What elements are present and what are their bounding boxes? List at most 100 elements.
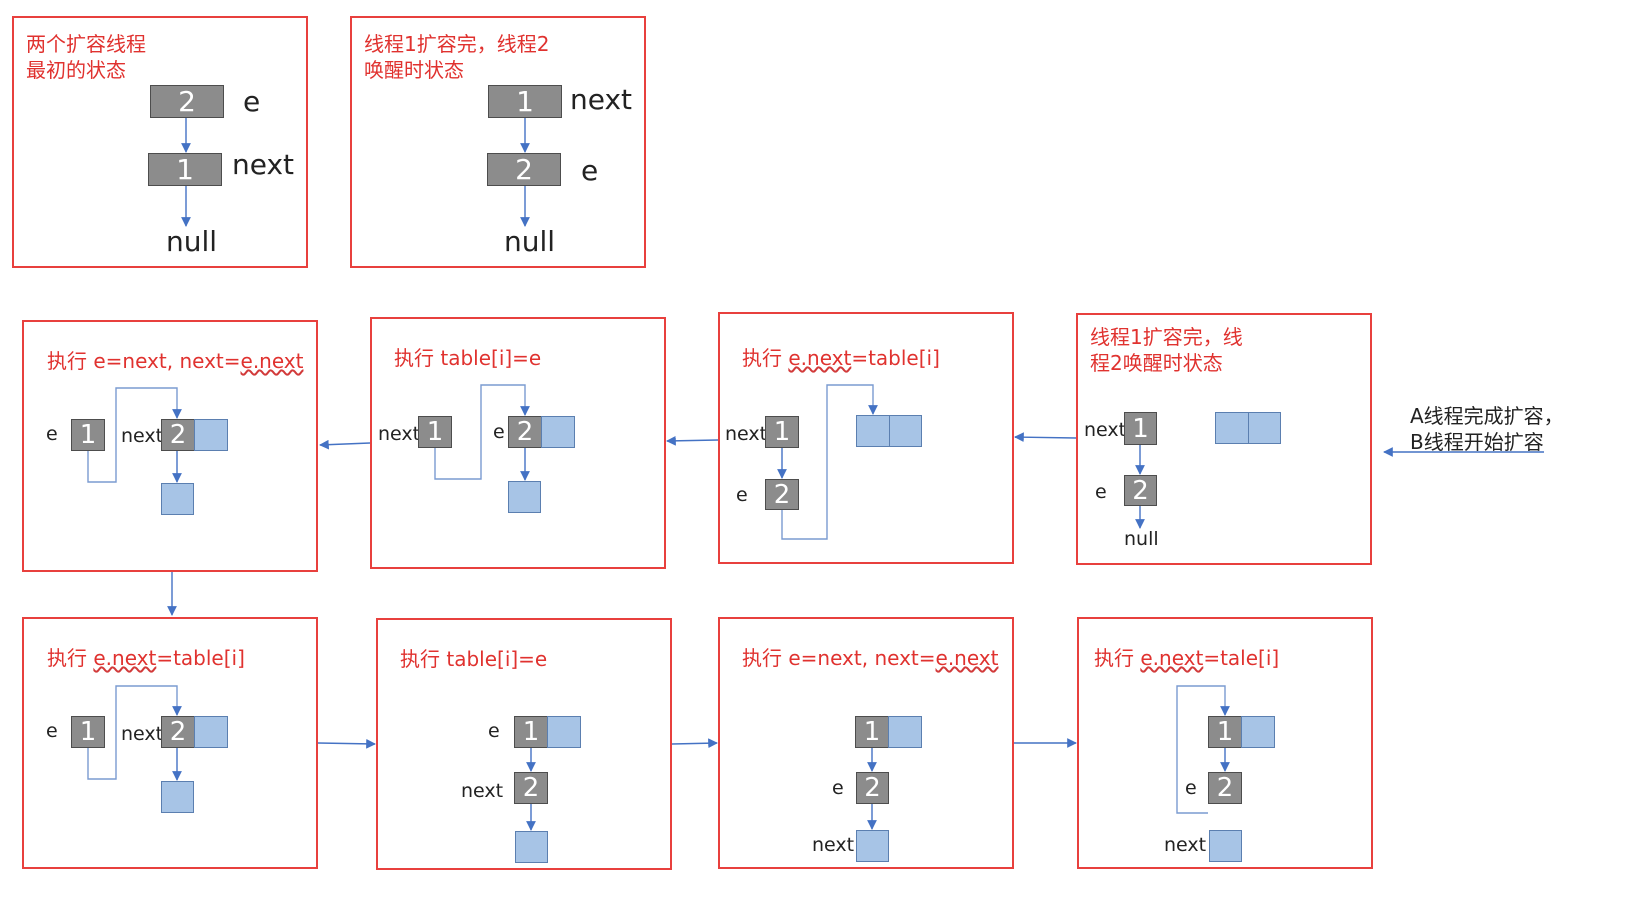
table-slot: [194, 716, 228, 748]
title-underlined: e.next: [935, 646, 999, 670]
table-slot: [541, 416, 575, 448]
panel-thread1-done: [350, 16, 646, 268]
table-slot: [194, 419, 228, 451]
panel-row2-state-title: 线程1扩容完，线 程2唤醒时状态: [1090, 324, 1243, 376]
label-null: null: [166, 225, 218, 258]
table-slot: [888, 716, 922, 748]
table-slot: [856, 415, 890, 447]
title-line: 唤醒时状态: [364, 58, 464, 82]
list-node: [856, 830, 889, 862]
node-2: 2: [150, 85, 224, 118]
label-null: null: [504, 225, 556, 258]
label-e: e: [581, 154, 599, 187]
node-2: 2: [856, 772, 889, 804]
node-1: 1: [514, 716, 548, 748]
table-slot: [547, 716, 581, 748]
panel-thread1-done-title: 线程1扩容完，线程2 唤醒时状态: [364, 31, 549, 83]
title-suffix: =table[i]: [851, 346, 940, 370]
label-next: next: [812, 834, 855, 856]
title-text: 执行 table[i]=e: [400, 647, 548, 671]
panel-row3-step6-title: 执行 e=next, next=e.next: [742, 645, 998, 671]
table-slot: [889, 415, 922, 447]
title-prefix: 执行: [1094, 646, 1141, 670]
node-2: 2: [514, 772, 548, 804]
title-suffix: =tale[i]: [1203, 646, 1280, 670]
side-note-line: A线程完成扩容，: [1410, 404, 1564, 428]
label-next: next: [378, 423, 421, 445]
flow-arrow: [666, 435, 719, 446]
label-e: e: [46, 423, 58, 445]
title-underlined: e.next: [240, 349, 304, 373]
side-note: A线程完成扩容， B线程开始扩容: [1410, 403, 1564, 455]
panel-row2-step2-title: 执行 table[i]=e: [394, 345, 541, 371]
title-line: 线程1扩容完，线: [1090, 325, 1243, 349]
list-node: [508, 481, 541, 513]
node-1: 1: [488, 85, 562, 118]
node-2: 2: [1124, 475, 1157, 506]
label-next: next: [725, 423, 768, 445]
node-1: 1: [71, 716, 105, 748]
label-next: next: [461, 780, 504, 802]
node-2: 2: [161, 716, 195, 748]
label-null: null: [1124, 528, 1159, 550]
panel-initial-state: [12, 16, 308, 268]
node-1: 1: [1208, 716, 1242, 748]
label-e: e: [493, 421, 505, 443]
title-line: 两个扩容线程: [26, 32, 146, 56]
list-node: [161, 781, 194, 813]
panel-row3-step4-title: 执行 e.next=table[i]: [47, 645, 245, 671]
label-next: next: [1164, 834, 1207, 856]
panel-row2-step3-title: 执行 e=next, next=e.next: [47, 348, 303, 374]
title-underlined: e.next: [93, 646, 157, 670]
title-line: 线程1扩容完，线程2: [364, 32, 550, 56]
node-1: 1: [765, 416, 799, 448]
label-e: e: [1095, 481, 1107, 503]
title-underlined: e.next: [1140, 646, 1204, 670]
side-note-line: B线程开始扩容: [1410, 430, 1544, 454]
flow-arrow: [1014, 432, 1077, 443]
label-e: e: [1185, 777, 1197, 799]
label-e: e: [46, 720, 58, 742]
label-e: e: [832, 777, 844, 799]
title-prefix: 执行 e=next, next=: [742, 646, 936, 670]
table-slot: [1215, 412, 1249, 444]
node-2: 2: [765, 479, 799, 510]
title-suffix: =table[i]: [156, 646, 245, 670]
title-line: 程2唤醒时状态: [1090, 351, 1223, 375]
title-prefix: 执行: [47, 646, 94, 670]
title-prefix: 执行: [742, 346, 789, 370]
node-2: 2: [161, 419, 195, 451]
title-line: 最初的状态: [26, 58, 126, 82]
node-1: 1: [1124, 412, 1157, 445]
table-slot: [1248, 412, 1281, 444]
panel-initial-state-title: 两个扩容线程 最初的状态: [26, 31, 146, 83]
node-1: 1: [148, 153, 222, 186]
label-next: next: [570, 83, 633, 116]
title-underlined: e.next: [788, 346, 852, 370]
title-text: 执行 table[i]=e: [394, 346, 542, 370]
label-e: e: [243, 85, 261, 118]
panel-row2-step1-title: 执行 e.next=table[i]: [742, 345, 940, 371]
title-prefix: 执行 e=next, next=: [47, 349, 241, 373]
list-node: [515, 831, 548, 863]
node-2: 2: [487, 153, 561, 186]
flow-arrow: [671, 738, 718, 749]
flow-arrow: [319, 439, 371, 450]
node-1: 1: [418, 416, 452, 448]
label-next: next: [232, 148, 295, 181]
panel-row3-step7-title: 执行 e.next=tale[i]: [1094, 645, 1279, 671]
label-next: next: [1084, 419, 1127, 441]
table-slot: [1241, 716, 1275, 748]
node-2: 2: [1208, 772, 1242, 804]
node-1: 1: [855, 716, 889, 748]
label-next: next: [121, 425, 164, 447]
label-next: next: [121, 723, 164, 745]
list-node: [161, 483, 194, 515]
flow-arrow: [317, 738, 376, 749]
list-node: [1209, 830, 1242, 862]
label-e: e: [488, 720, 500, 742]
node-2: 2: [508, 416, 542, 448]
node-1: 1: [71, 419, 105, 451]
label-e: e: [736, 484, 748, 506]
